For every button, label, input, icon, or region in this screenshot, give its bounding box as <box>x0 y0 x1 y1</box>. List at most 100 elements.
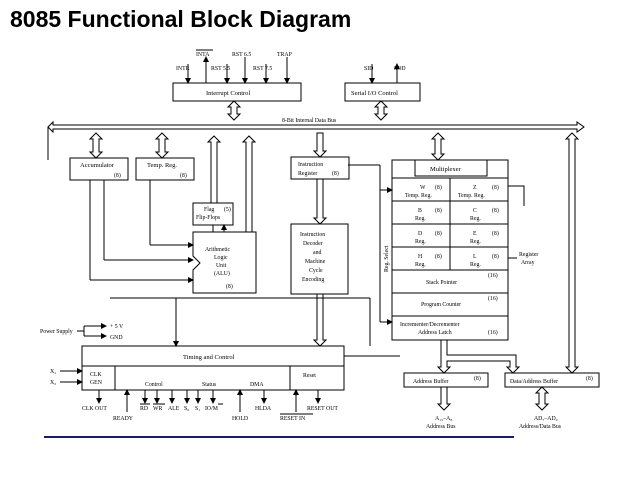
reg-d-desc: Reg. <box>415 239 426 245</box>
reg-d-bits: (8) <box>435 230 442 237</box>
page-title: 8085 Functional Block Diagram <box>10 6 352 32</box>
reg-w-bits: (8) <box>435 184 442 191</box>
power-supply-label: Power Supply <box>40 329 73 335</box>
reset-group-label: Reset <box>303 373 316 379</box>
multiplexer-box <box>414 159 488 177</box>
dma-group-label: DMA <box>250 382 264 388</box>
reg-l-desc: Reg. <box>470 262 481 268</box>
multiplexer-label: Multiplexer <box>430 166 462 173</box>
ir-bus-link <box>312 132 328 158</box>
decoder-label-2: Decoder <box>303 241 323 247</box>
pin-reset-in: RESET IN <box>280 416 306 422</box>
alu-bits: (8) <box>226 283 233 290</box>
data-address-buffer-box <box>504 372 600 388</box>
pin-hold: HOLD <box>232 416 248 422</box>
reg-e-bits: (8) <box>492 230 499 237</box>
data-address-buffer-label: Data/Address Buffer <box>510 378 558 385</box>
pin-inta: INTA <box>196 52 210 58</box>
ir-decoder-link <box>312 178 328 225</box>
pin-sod: SOD <box>394 66 406 72</box>
data-bus-label-1: AD₇–AD₀ <box>534 416 558 422</box>
reg-c-bits: (8) <box>492 207 499 214</box>
flag-bits: (5) <box>224 206 231 213</box>
address-bus-out <box>436 386 452 411</box>
alu-label-1: Arithmetic <box>205 247 231 253</box>
reg-b-name: B <box>418 208 422 214</box>
reg-e-name: E <box>473 231 477 237</box>
stack-pointer-bits: (16) <box>488 272 498 279</box>
mux-bus-link <box>430 132 446 161</box>
temp-reg-box <box>135 157 195 181</box>
timing-control-title: Timing and Control <box>183 354 235 361</box>
decoder-label-4: Machine <box>305 259 326 265</box>
program-counter-bits: (16) <box>488 295 498 302</box>
decoder-label-3: and <box>313 250 321 256</box>
decoder-label-1: Instruction <box>300 232 325 238</box>
status-group-label: Status <box>202 382 217 388</box>
accumulator-box <box>69 157 129 181</box>
ir-bits: (8) <box>332 170 339 177</box>
reg-b-bits: (8) <box>435 207 442 214</box>
instruction-decoder-box <box>290 223 349 295</box>
alu-bus-link <box>241 135 257 233</box>
inc-dec-label-1: Incrementer/Decrementer <box>400 322 460 328</box>
pin-trap: TRAP <box>277 52 292 58</box>
address-bus-label-2: Address Bus <box>426 424 456 430</box>
pin-sid: SID <box>364 66 373 72</box>
data-bus-label-2: Address/Data Bus <box>519 424 562 430</box>
pin-x1: X₁ <box>50 369 56 375</box>
inc-dec-label-2: Address Latch <box>418 330 452 336</box>
pin-rst65: RST 6.5 <box>232 52 251 58</box>
ir-label-2: Register <box>298 171 317 177</box>
pin-s1: S₁ <box>195 406 200 412</box>
bus-data-buffer-link <box>564 132 580 374</box>
alu-label-2: Logic <box>214 255 228 261</box>
address-bus-label-1: A₁₅–A₈ <box>435 416 452 422</box>
reg-w-name: W <box>420 185 426 191</box>
register-array-label-2: Array <box>521 260 535 266</box>
power-plus5: + 5 V <box>110 324 124 330</box>
pin-x2: X₂ <box>50 380 56 386</box>
pin-reset-out: RESET OUT <box>307 406 338 412</box>
reg-e-desc: Reg. <box>470 239 481 245</box>
internal-data-bus <box>47 120 585 134</box>
alu-label-3: Unit <box>216 263 227 269</box>
interrupt-bus-link <box>226 100 242 121</box>
reg-l-name: L <box>473 254 477 260</box>
reg-z-desc: Temp. Reg. <box>458 193 485 199</box>
reg-h-bits: (8) <box>435 253 442 260</box>
pin-intr: INTR <box>176 66 190 72</box>
interrupt-control-label: Interrupt Control <box>206 90 250 97</box>
alu-label-4: (ALU) <box>214 270 230 277</box>
pin-io-m: IO/M <box>205 406 218 412</box>
clk-gen-label-2: GEN <box>90 380 103 386</box>
reg-h-desc: Reg. <box>415 262 426 268</box>
data-bus-out <box>534 386 550 411</box>
reg-b-desc: Reg. <box>415 216 426 222</box>
stack-pointer-label: Stack Pointer <box>426 280 457 286</box>
address-buffer-bits: (8) <box>474 375 481 382</box>
array-loop-wire <box>508 185 525 206</box>
pin-ready: READY <box>113 416 134 422</box>
temp-reg-bits: (8) <box>180 172 187 179</box>
flag-bus-link <box>206 135 222 204</box>
reg-select-wires <box>348 164 393 325</box>
reg-l-bits: (8) <box>492 253 499 260</box>
pin-rd: RD <box>140 406 148 412</box>
decoder-label-5: Cycle <box>309 268 323 274</box>
timing-output-wires <box>96 389 321 412</box>
program-counter-label: Program Counter <box>421 302 461 308</box>
reg-c-name: C <box>473 208 477 214</box>
alu-input-wires <box>89 180 227 283</box>
reg-c-desc: Reg. <box>470 216 481 222</box>
serial-io-label: Serial I/O Control <box>351 90 398 97</box>
reg-z-name: Z <box>473 185 477 191</box>
acc-bus-link <box>88 132 104 159</box>
control-bus-wires <box>110 297 400 357</box>
reg-z-bits: (8) <box>492 184 499 191</box>
pin-rst75: RST 7.5 <box>253 66 272 72</box>
address-buffer-label: Address Buffer <box>413 378 449 385</box>
control-group-label: Control <box>145 382 163 388</box>
serial-io-box <box>344 82 421 102</box>
